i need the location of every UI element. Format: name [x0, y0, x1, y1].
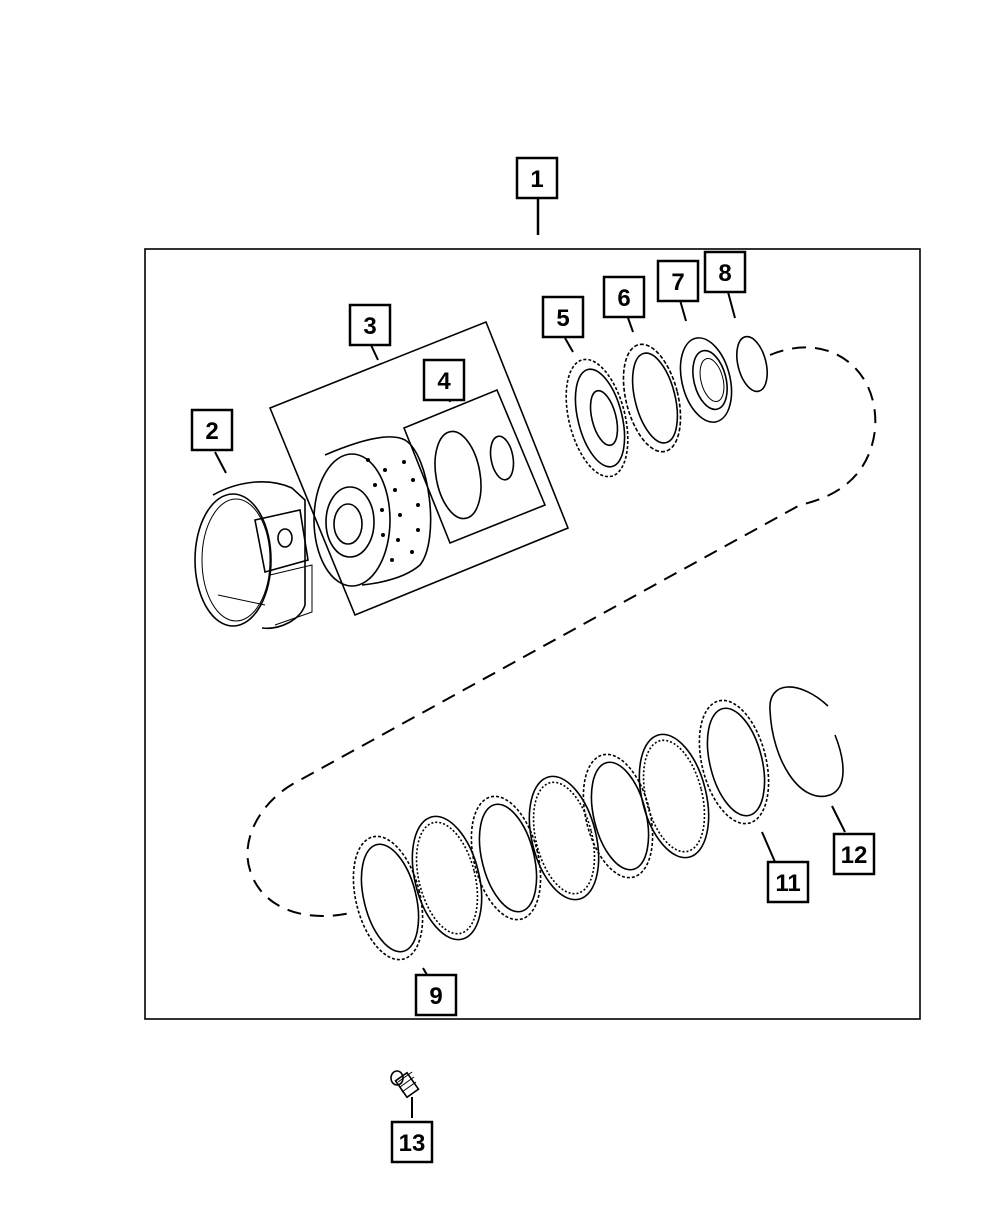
callout-2-label: 2	[205, 418, 218, 445]
callout-1[interactable]: 1	[515, 156, 559, 200]
callout-3[interactable]: 3	[348, 303, 392, 347]
callout-7[interactable]: 7	[656, 259, 700, 303]
callout-11[interactable]: 11	[766, 860, 810, 904]
subassembly-box-3	[268, 320, 570, 617]
callout-11-label: 11	[775, 870, 800, 897]
seal-rings-part	[434, 430, 515, 520]
callout-8-label: 8	[718, 260, 731, 287]
callout-6[interactable]: 6	[602, 275, 646, 319]
snap-ring-small-part	[736, 335, 768, 393]
callout-8[interactable]: 8	[703, 250, 747, 294]
leader-11	[761, 831, 776, 863]
dashed-connector	[246, 346, 877, 917]
leader-12	[831, 805, 846, 833]
callout-7-label: 7	[671, 269, 684, 296]
leader-5	[564, 337, 574, 353]
race-part	[679, 337, 733, 423]
callout-6-label: 6	[617, 285, 630, 312]
clutch-drum-part	[313, 436, 432, 587]
leader-2	[214, 451, 227, 474]
callout-13-label: 13	[399, 1130, 426, 1157]
callout-4[interactable]: 4	[422, 358, 466, 402]
bearing-cage-part	[622, 343, 682, 453]
leader-8	[727, 291, 736, 319]
callout-13[interactable]: 13	[390, 1120, 434, 1164]
subassembly-box-4	[402, 388, 547, 545]
band-part	[194, 481, 313, 630]
leader-7	[679, 299, 687, 322]
callout-5-label: 5	[556, 305, 569, 332]
snap-ring-large-part	[769, 686, 844, 798]
callout-5[interactable]: 5	[541, 295, 585, 339]
callout-12-label: 12	[841, 842, 868, 869]
leader-3	[370, 344, 379, 361]
callout-9-label: 9	[429, 983, 442, 1010]
callout-9[interactable]: 9	[414, 973, 458, 1017]
clutch-hub-part	[565, 358, 629, 478]
callout-3-label: 3	[363, 313, 376, 340]
callout-4-label: 4	[437, 368, 451, 395]
assembly-frame	[144, 248, 921, 1020]
bolt-part	[390, 1070, 420, 1099]
callout-1-label: 1	[530, 166, 543, 193]
clutch-plates-part	[352, 699, 770, 961]
callout-12[interactable]: 12	[832, 832, 876, 876]
callout-2[interactable]: 2	[190, 408, 234, 452]
